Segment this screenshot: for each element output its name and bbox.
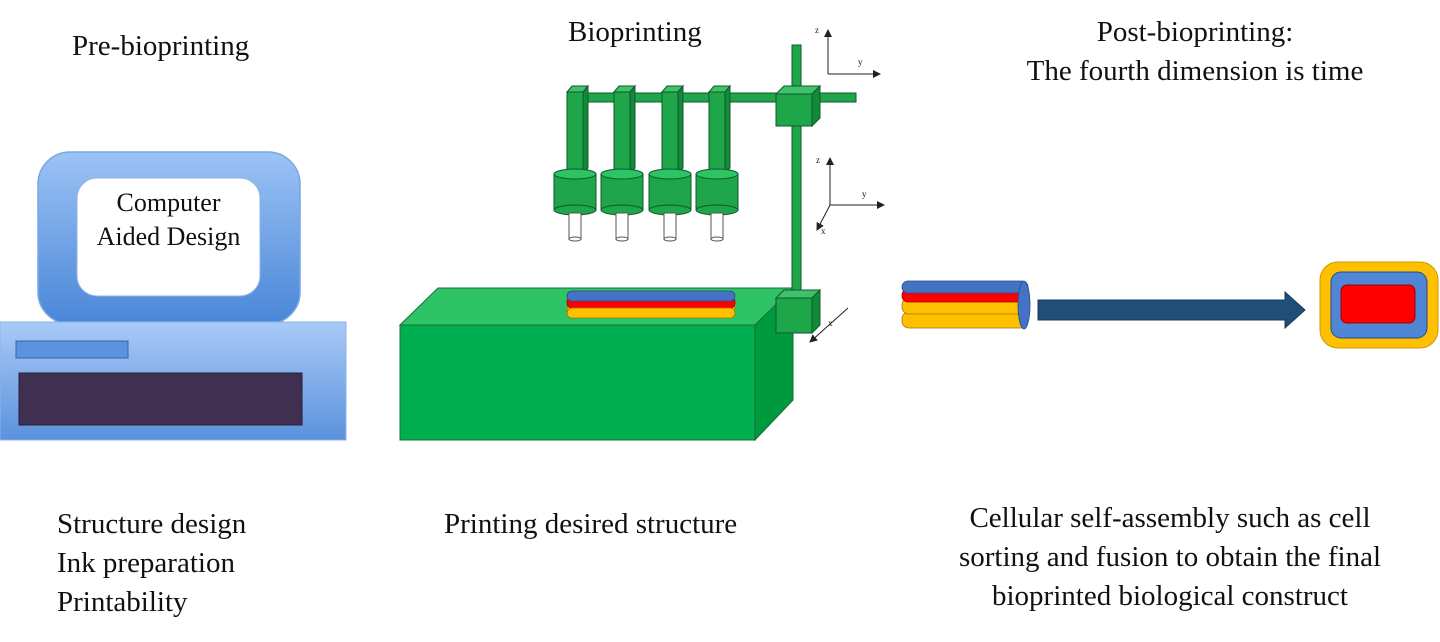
monitor-screen-text: Computer Aided Design: [77, 186, 260, 254]
pre-bioprinting-title: Pre-bioprinting: [72, 30, 250, 62]
axis-label-mid-z: z: [816, 155, 820, 165]
monitor-screen: [76, 177, 261, 297]
post-caption-line-1: Cellular self-assembly such as cell: [969, 502, 1371, 534]
bioprinting-title: Bioprinting: [568, 16, 702, 48]
post-caption: Cellular self-assembly such as cell sort…: [910, 499, 1430, 616]
printing-caption: Printing desired structure: [444, 508, 738, 540]
post-bioprinting-title: Post-bioprinting: The fourth dimension i…: [980, 13, 1410, 91]
step-ink-preparation: Ink preparation: [57, 546, 235, 579]
axis-label-top-y: y: [858, 57, 863, 67]
assembled-strands: [901, 280, 1031, 330]
post-title-line-1: Post-bioprinting:: [1096, 16, 1294, 48]
time-arrow: [1037, 290, 1306, 330]
bottom-carriage-block: [775, 297, 813, 334]
print-heads: [553, 84, 739, 242]
post-caption-line-3: bioprinted biological construct: [992, 579, 1348, 612]
computer-icon: [0, 151, 347, 441]
step-printability: Printability: [57, 585, 188, 618]
axes-mid-icon: [816, 157, 885, 231]
top-carriage-block: [775, 93, 813, 127]
print-head: [695, 84, 739, 242]
post-title-line-2: The fourth dimension is time: [1026, 54, 1364, 87]
screen-line-1: Computer: [116, 188, 221, 217]
final-construct-icon: [1319, 261, 1439, 349]
axis-base-icon: [809, 307, 849, 343]
disk-drive-slot: [15, 340, 129, 359]
axis-label-mid-x: x: [821, 226, 826, 236]
step-structure-design: Structure design: [57, 508, 247, 540]
pre-steps-list: Structure design Ink preparation Printab…: [57, 505, 246, 622]
print-head: [648, 84, 692, 242]
post-caption-line-2: sorting and fusion to obtain the final: [958, 540, 1382, 573]
print-head: [553, 84, 597, 242]
axis-label-top-z: z: [815, 25, 819, 35]
print-head: [600, 84, 644, 242]
axis-label-mid-y: y: [862, 189, 867, 199]
axis-label-base-x: x: [828, 318, 833, 328]
stage-front-face: [399, 324, 756, 441]
base-dark-panel: [18, 372, 303, 426]
vertical-rail: [791, 44, 802, 306]
screen-line-2: Aided Design: [96, 221, 241, 251]
printed-strands-on-stage: [566, 290, 736, 319]
axes-top-icon: [824, 29, 881, 78]
